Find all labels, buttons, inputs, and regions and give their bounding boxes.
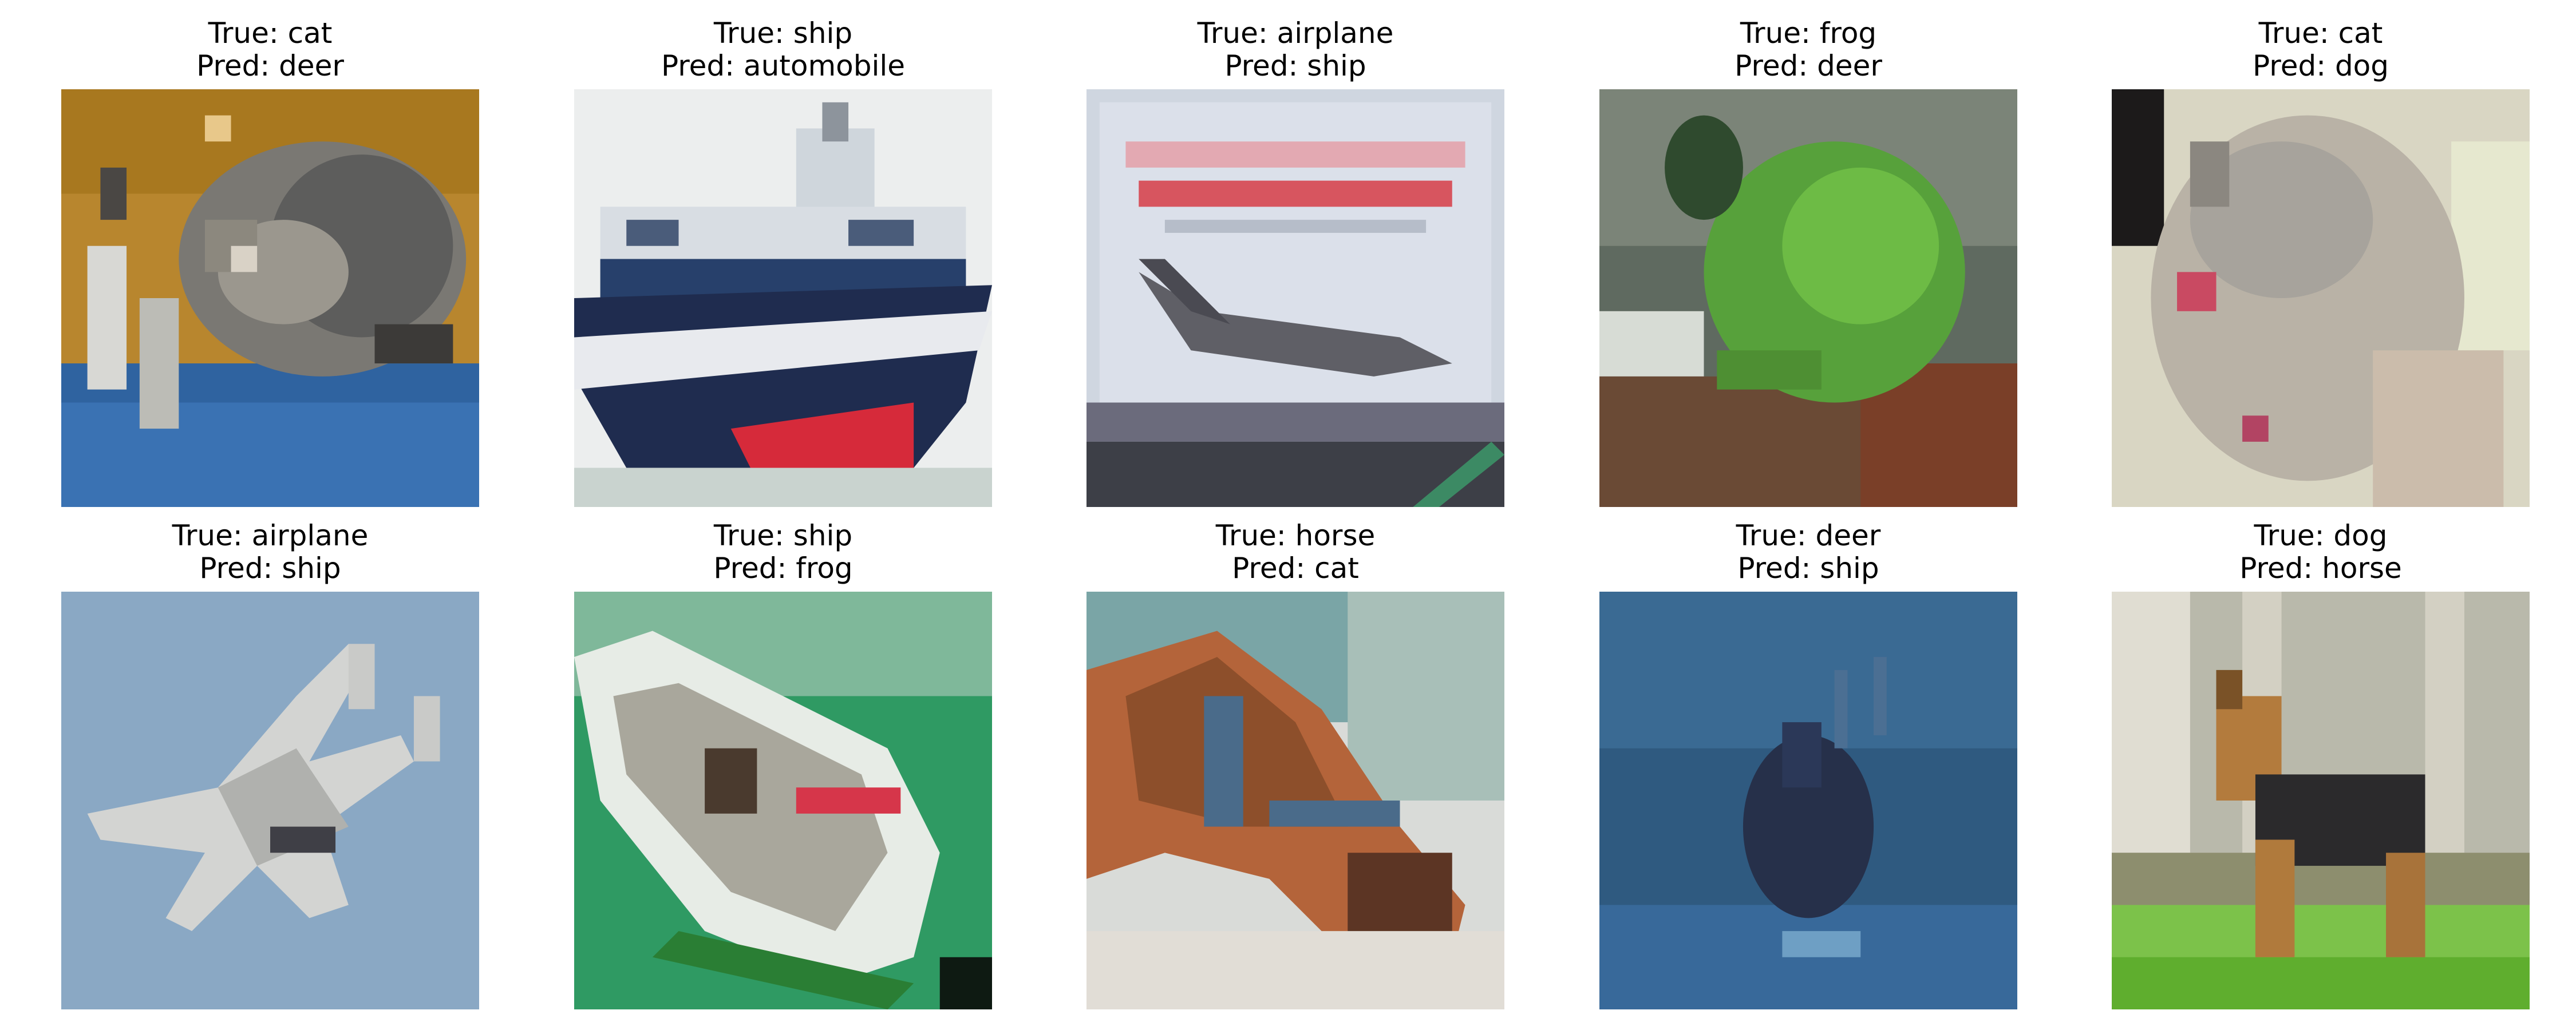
pred-label: Pred: ship bbox=[1224, 49, 1366, 82]
panel-title: True: ship Pred: automobile bbox=[540, 17, 1026, 82]
sample-image-horse bbox=[1086, 592, 1504, 1009]
pred-label: Pred: dog bbox=[2252, 49, 2389, 82]
sample-image-ship bbox=[574, 89, 992, 507]
true-label: True: cat bbox=[2258, 17, 2383, 50]
panel-title: True: dog Pred: horse bbox=[2077, 520, 2564, 585]
sample-image-airplane bbox=[61, 592, 479, 1009]
pred-label: Pred: deer bbox=[1735, 49, 1882, 82]
panel-title: True: horse Pred: cat bbox=[1052, 520, 1539, 585]
sample-image-ship bbox=[574, 592, 992, 1009]
pred-label: Pred: cat bbox=[1232, 552, 1359, 585]
sample-image-cat bbox=[61, 89, 479, 507]
pred-label: Pred: deer bbox=[196, 49, 344, 82]
panel-title: True: frog Pred: deer bbox=[1565, 17, 2052, 82]
true-label: True: deer bbox=[1736, 519, 1881, 552]
sample-image-airplane bbox=[1086, 89, 1504, 507]
panel-title: True: airplane Pred: ship bbox=[27, 520, 513, 585]
panel-title: True: ship Pred: frog bbox=[540, 520, 1026, 585]
pred-label: Pred: frog bbox=[713, 552, 853, 585]
sample-image-frog bbox=[1599, 89, 2017, 507]
pred-label: Pred: ship bbox=[1737, 552, 1879, 585]
true-label: True: cat bbox=[208, 17, 333, 50]
pred-label: Pred: horse bbox=[2239, 552, 2402, 585]
panel-title: True: cat Pred: deer bbox=[27, 17, 513, 82]
true-label: True: horse bbox=[1215, 519, 1376, 552]
panel-title: True: cat Pred: dog bbox=[2077, 17, 2564, 82]
true-label: True: dog bbox=[2254, 519, 2388, 552]
sample-image-deer bbox=[1599, 592, 2017, 1009]
sample-image-cat bbox=[2112, 89, 2530, 507]
true-label: True: ship bbox=[713, 17, 853, 50]
true-label: True: airplane bbox=[1197, 17, 1394, 50]
sample-image-dog bbox=[2112, 592, 2530, 1009]
pred-label: Pred: ship bbox=[199, 552, 341, 585]
panel-title: True: airplane Pred: ship bbox=[1052, 17, 1539, 82]
true-label: True: airplane bbox=[172, 519, 369, 552]
panel-title: True: deer Pred: ship bbox=[1565, 520, 2052, 585]
true-label: True: ship bbox=[713, 519, 853, 552]
pred-label: Pred: automobile bbox=[661, 49, 906, 82]
true-label: True: frog bbox=[1740, 17, 1877, 50]
